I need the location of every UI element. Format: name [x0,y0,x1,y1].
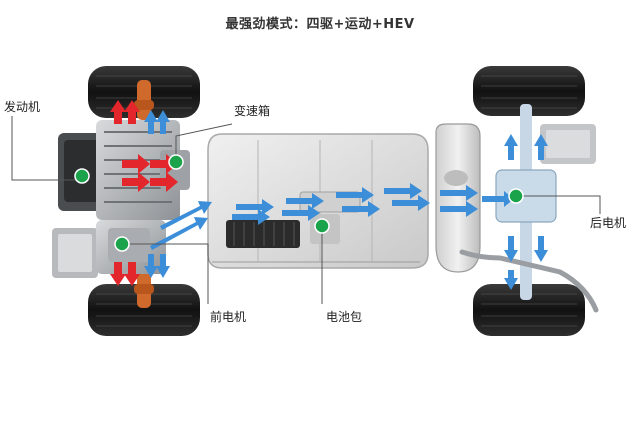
flow-arrow-icon [122,172,150,192]
flow-arrow-icon [150,172,178,192]
marker-dot-icon [508,188,524,204]
exhaust-pipe [459,249,599,313]
flow-arrow-icon [440,201,478,217]
flow-arrow-icon [384,183,422,199]
flow-arrow-icon [336,187,374,203]
flow-arrow-icon [534,236,548,262]
label-battery: 电池包 [326,310,363,324]
front-right-tire [88,284,200,336]
flow-arrow-icon [144,110,158,134]
flow-arrow-icon [124,262,140,286]
label-front-motor: 前电机 [210,310,247,324]
flow-arrow-icon [150,217,208,250]
flow-arrow-icon [156,110,170,134]
front-motor-unit [52,220,166,278]
flow-arrow-icon [144,254,158,278]
flow-arrow-icon [160,201,212,230]
label-engine: 发动机 [4,100,41,114]
rear-right-tire [473,284,585,336]
fuel-tank [435,123,481,273]
flow-arrow-icon [156,254,170,278]
flow-arrow-icon [342,201,380,217]
flow-arrow-icon [504,270,518,290]
energy-flow-arrows [144,110,548,290]
leader-lines [11,116,601,304]
flow-arrow-icon [482,191,514,207]
marker-dot-icon [74,168,90,184]
flow-arrow-icon [236,199,274,215]
flow-arrow-icon [110,100,126,124]
marker-dot-icon [168,154,184,170]
flow-arrow-icon [504,134,518,160]
flow-arrow-icon [122,154,150,174]
label-rear-motor: 后电机 [590,216,627,230]
flow-arrow-icon [392,195,430,211]
marker-dot-icon [114,236,130,252]
marker-dot-icon [314,218,330,234]
page-title: 最强劲模式：四驱+运动+HEV [225,17,415,32]
flow-arrow-icon [110,262,126,286]
flow-arrow-icon [282,205,320,221]
flow-arrow-icon [504,236,518,262]
flow-arrow-icon [232,209,270,225]
power-flow-arrows [110,100,178,286]
label-gearbox: 变速箱 [234,104,271,118]
flow-arrow-icon [534,134,548,160]
marker-dots [74,154,524,252]
flow-arrow-icon [440,185,478,201]
flow-arrow-icon [124,100,140,124]
flow-arrow-icon [286,193,324,209]
